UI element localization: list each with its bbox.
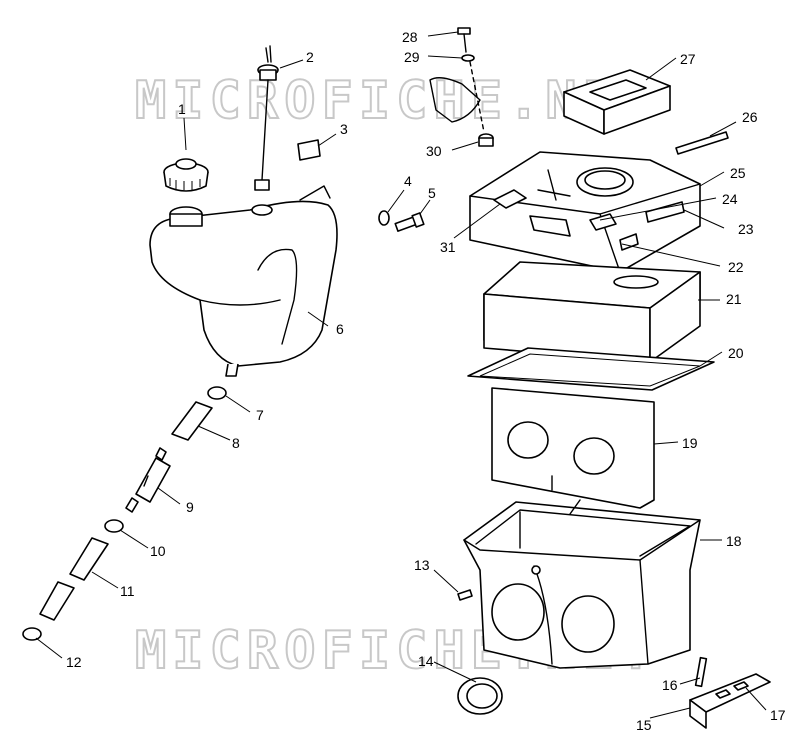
callout-4: 4 <box>404 173 412 189</box>
fuel-hose-upper <box>171 401 213 441</box>
callout-22: 22 <box>728 259 744 275</box>
seal-strip <box>675 131 729 155</box>
callout-7: 7 <box>256 407 264 423</box>
callout-16: 16 <box>662 677 678 693</box>
fuel-hose-middle <box>69 537 109 581</box>
callout-31: 31 <box>440 239 456 255</box>
callout-20: 20 <box>728 345 744 361</box>
small-bolt <box>457 589 473 601</box>
callout-25: 25 <box>730 165 746 181</box>
callout-14: 14 <box>418 653 434 669</box>
callout-12: 12 <box>66 654 82 670</box>
washer <box>378 210 390 226</box>
callout-17: 17 <box>770 707 786 723</box>
callout-5: 5 <box>428 185 436 201</box>
air-box-cover <box>469 151 701 273</box>
callout-30: 30 <box>426 143 442 159</box>
callout-1: 1 <box>178 101 186 117</box>
callout-29: 29 <box>404 49 420 65</box>
intake-boot <box>457 677 503 715</box>
support-bracket <box>689 673 771 729</box>
callout-15: 15 <box>636 717 652 733</box>
callout-18: 18 <box>726 533 742 549</box>
hose-clamp-lower <box>22 627 42 641</box>
fuel-filter <box>125 447 171 513</box>
callout-11: 11 <box>120 583 135 599</box>
fuel-tank <box>149 185 338 377</box>
tank-clip <box>297 139 321 161</box>
callout-21: 21 <box>726 291 742 307</box>
callout-8: 8 <box>232 435 240 451</box>
callout-24: 24 <box>722 191 738 207</box>
callout-19: 19 <box>682 435 698 451</box>
callout-labels: 1 2 3 4 5 6 7 8 9 10 11 12 13 14 15 16 1… <box>66 29 786 733</box>
bolt <box>394 212 425 232</box>
callout-3: 3 <box>340 121 348 137</box>
callout-28: 28 <box>402 29 418 45</box>
screw <box>457 27 471 53</box>
hose-clamp-upper <box>207 386 227 400</box>
baffle-plate <box>491 387 655 509</box>
fuel-cap <box>163 158 209 192</box>
gasket <box>467 347 715 391</box>
callout-2: 2 <box>306 49 314 65</box>
hose-clamp-middle <box>104 519 124 533</box>
fuel-hose-lower <box>39 581 75 621</box>
mounting-bracket <box>429 77 481 123</box>
fuel-gauge-sender <box>254 45 279 191</box>
foam-block <box>563 69 671 135</box>
callout-9: 9 <box>186 499 194 515</box>
callout-10: 10 <box>150 543 166 559</box>
callout-13: 13 <box>414 557 430 573</box>
air-filter-element <box>483 261 701 363</box>
callout-26: 26 <box>742 109 758 125</box>
grommet <box>478 133 494 147</box>
callout-27: 27 <box>680 51 696 67</box>
leader-lines <box>35 31 767 719</box>
bracket-screw <box>694 656 708 688</box>
callout-6: 6 <box>336 321 344 337</box>
callout-23: 23 <box>738 221 754 237</box>
air-box-body <box>463 499 701 669</box>
screw-washer <box>461 54 475 62</box>
